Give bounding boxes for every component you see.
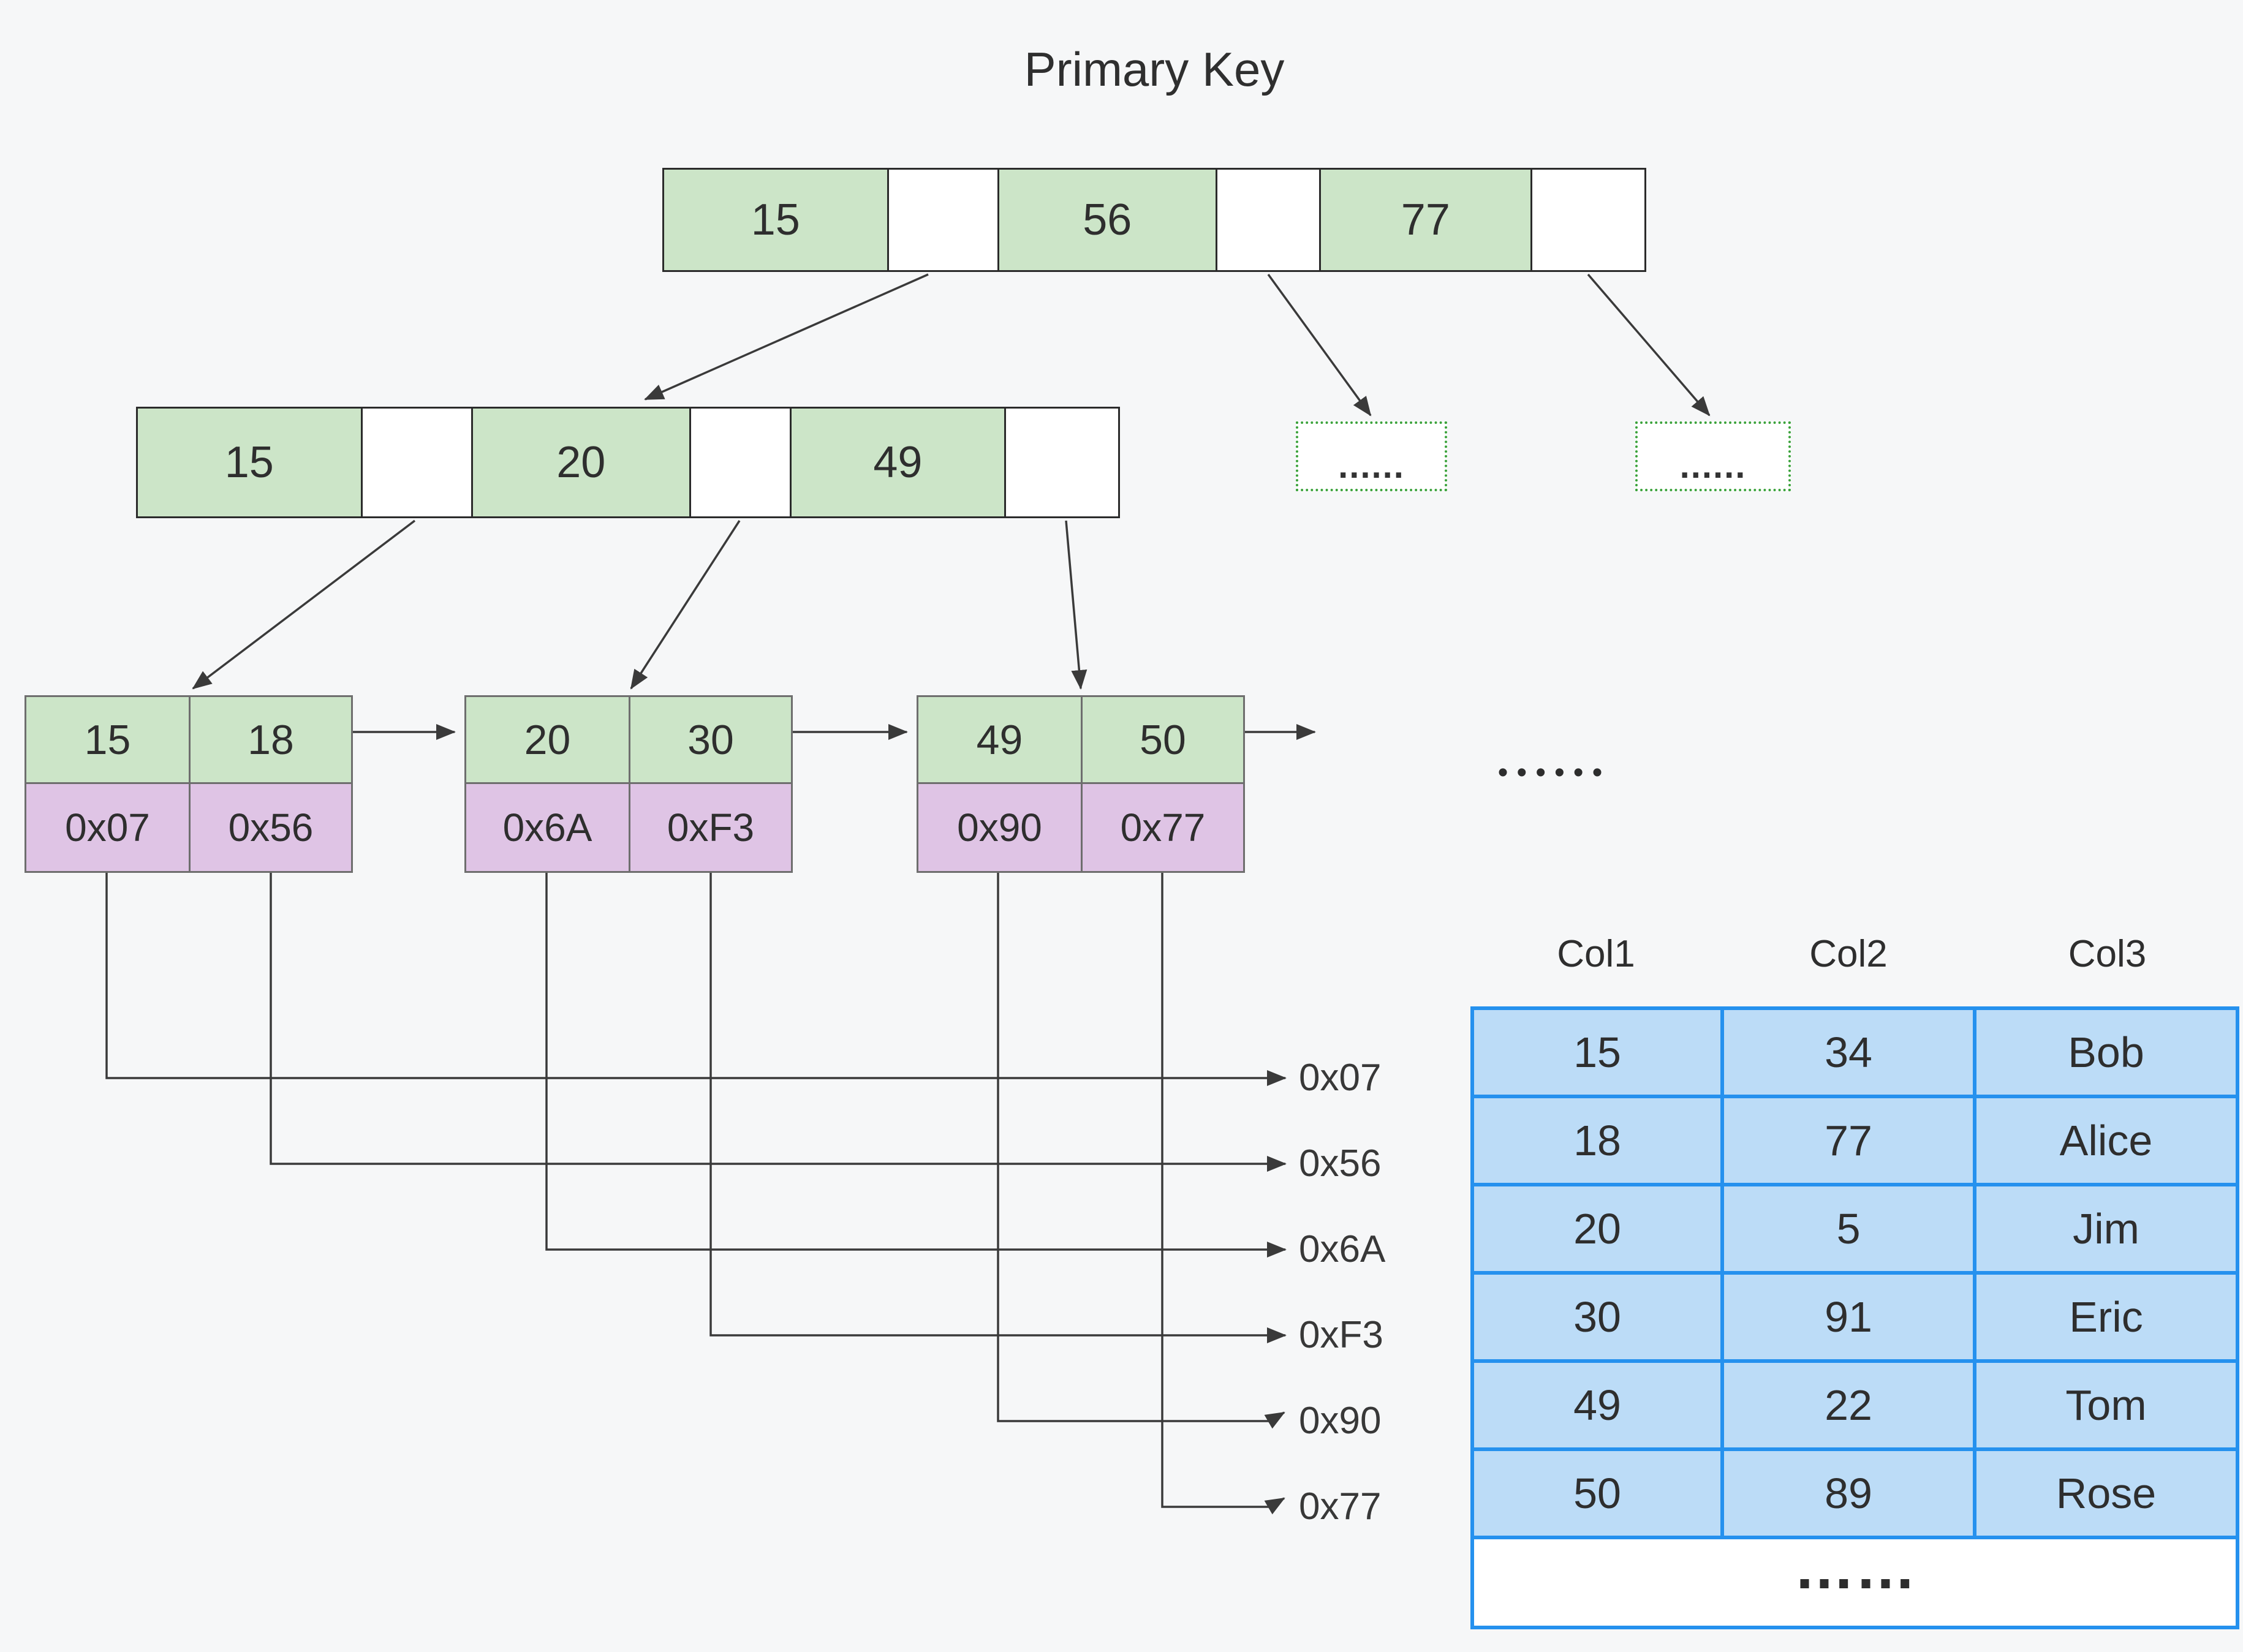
address-label: 0x77 <box>1299 1485 1382 1528</box>
edge-root-to-internal <box>644 273 929 401</box>
more-rows-ellipsis: …… <box>1793 1533 1916 1602</box>
leaf-key-cell: 49 <box>918 697 1081 784</box>
internal-pointer-cell <box>689 409 790 516</box>
row-table: 15 34 Bob 18 77 Alice 20 5 Jim 30 91 Eri… <box>1470 1006 2239 1629</box>
address-label: 0x07 <box>1299 1057 1382 1099</box>
leaf-pointer-cell: 0x6A <box>466 784 629 871</box>
address-label: 0x90 <box>1299 1400 1382 1442</box>
internal-pointer-cell <box>1004 409 1119 516</box>
table-cell: 18 <box>1472 1096 1723 1185</box>
leaf-key-cell: 20 <box>466 697 629 784</box>
edge-root-to-collapsed-1 <box>1267 273 1372 417</box>
root-pointer-cell <box>887 170 997 270</box>
table-cell: 89 <box>1722 1449 1975 1537</box>
table-cell: 5 <box>1722 1185 1975 1273</box>
leaf-pointer-cell: 0x56 <box>189 784 351 871</box>
table-cell: 15 <box>1472 1008 1723 1096</box>
leaf-pointer-cell: 0x77 <box>1081 784 1243 871</box>
more-rows-row: …… <box>1472 1533 2237 1627</box>
table-cell: Eric <box>1975 1273 2237 1361</box>
collapsed-node-label: ...... <box>1338 445 1405 486</box>
table-header: Col3 <box>2068 932 2147 975</box>
table-cell: 22 <box>1722 1361 1975 1449</box>
table-cell: Alice <box>1975 1096 2237 1185</box>
edge-root-to-collapsed-2 <box>1587 273 1711 417</box>
leaf-node-3: 49 50 0x90 0x77 <box>917 695 1245 873</box>
address-label: 0xF3 <box>1299 1314 1383 1356</box>
internal-key-cell: 20 <box>471 409 689 516</box>
collapsed-node: ...... <box>1296 421 1447 491</box>
root-key-cell: 56 <box>997 170 1216 270</box>
edge-internal-to-leaf-1 <box>192 519 416 690</box>
leaf-pointer-cell: 0xF3 <box>629 784 791 871</box>
table-cell: 50 <box>1472 1449 1723 1537</box>
internal-key-cell: 49 <box>790 409 1004 516</box>
table-cell: 34 <box>1722 1008 1975 1096</box>
leaf-key-cell: 50 <box>1081 697 1243 784</box>
table-header-row: Col1 Col2 Col3 <box>1470 920 2239 987</box>
root-key-cell: 15 <box>664 170 887 270</box>
table-header: Col2 <box>1809 932 1888 975</box>
table-cell: Tom <box>1975 1361 2237 1449</box>
leaf-key-cell: 15 <box>26 697 189 784</box>
edge-internal-to-leaf-2 <box>630 520 741 690</box>
pointer-line-0x77 <box>1161 873 1285 1515</box>
table-cell: Jim <box>1975 1185 2237 1273</box>
pointer-line-0x07 <box>105 873 1287 1086</box>
pointer-line-0x56 <box>270 873 1287 1172</box>
leaf-node-1: 15 18 0x07 0x56 <box>25 695 353 873</box>
root-pointer-cell <box>1530 170 1645 270</box>
table-cell: 77 <box>1722 1096 1975 1185</box>
leaf-node-2: 20 30 0x6A 0xF3 <box>464 695 793 873</box>
collapsed-node: ...... <box>1635 421 1791 491</box>
root-key-cell: 77 <box>1319 170 1530 270</box>
internal-node: 15 20 49 <box>136 407 1120 518</box>
pointer-line-0x6A <box>545 873 1287 1258</box>
table-cell: 49 <box>1472 1361 1723 1449</box>
table-header: Col1 <box>1557 932 1635 975</box>
pointer-line-0xF3 <box>709 873 1287 1343</box>
table-cell: 30 <box>1472 1273 1723 1361</box>
ellipsis-dots: •••••• <box>1497 756 1611 789</box>
root-node: 15 56 77 <box>662 168 1646 272</box>
leaf-key-cell: 30 <box>629 697 791 784</box>
address-label: 0x56 <box>1299 1142 1382 1185</box>
leaf-key-cell: 18 <box>189 697 351 784</box>
table-cell: 20 <box>1472 1185 1723 1273</box>
internal-key-cell: 15 <box>138 409 361 516</box>
page-title: Primary Key <box>1024 42 1285 96</box>
table-cell: Rose <box>1975 1449 2237 1537</box>
collapsed-node-label: ...... <box>1679 445 1747 486</box>
pointer-line-0x90 <box>997 873 1285 1429</box>
internal-pointer-cell <box>360 409 471 516</box>
root-pointer-cell <box>1215 170 1319 270</box>
table-cell: Bob <box>1975 1008 2237 1096</box>
address-label: 0x6A <box>1299 1228 1386 1270</box>
table-cell: 91 <box>1722 1273 1975 1361</box>
leaf-pointer-cell: 0x07 <box>26 784 189 871</box>
edge-internal-to-leaf-3 <box>1065 520 1087 690</box>
leaf-pointer-cell: 0x90 <box>918 784 1081 871</box>
